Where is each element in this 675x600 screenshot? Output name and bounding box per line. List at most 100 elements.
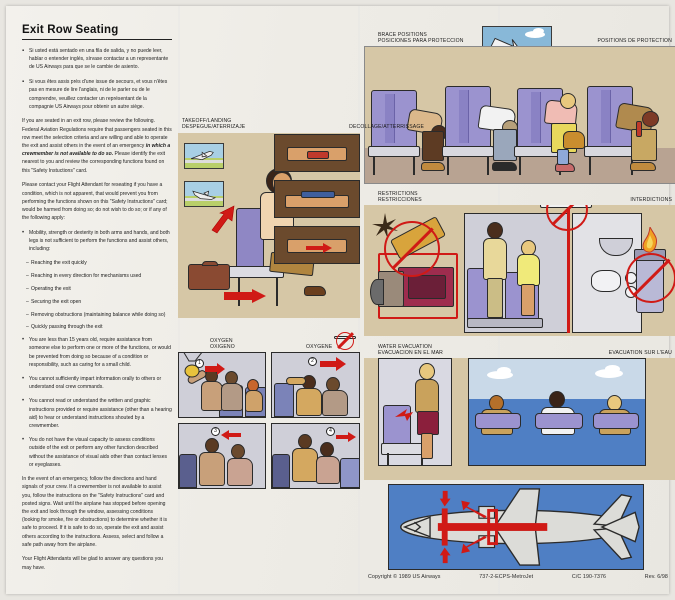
takeoff-inset-2 — [184, 181, 224, 207]
flame-icon — [642, 227, 657, 253]
bullet-mobility: Mobility, strength or dexterity in both … — [29, 229, 170, 253]
passenger-shoe — [304, 286, 326, 296]
radio-speaker — [408, 275, 446, 299]
step-number-3: 3 — [211, 427, 220, 436]
dash-item-label: Securing the exit open — [31, 298, 82, 305]
runway-ground — [185, 157, 223, 168]
revision-number: Rev. 6/98 — [644, 574, 668, 580]
list-item: Operating the exit — [22, 285, 172, 293]
restrictions-label-fr: INTERDICTIONS — [630, 197, 672, 203]
list-item: Quickly passing through the exit — [22, 323, 172, 331]
cloud-icon — [605, 365, 620, 373]
runway-ground — [185, 195, 223, 206]
restrictions-label-en: RESTRICTIONS — [378, 191, 418, 197]
round-bullet-icon — [22, 375, 29, 391]
para1-part-a: If you are seated in an exit row, please… — [22, 118, 172, 150]
passenger-torso — [415, 379, 439, 413]
no-lighter-icon — [626, 253, 675, 303]
water-label-fr: EVACUATION SUR L'EAU — [608, 350, 672, 356]
water-label-es: EVACUACION EN EL MAR — [378, 350, 443, 356]
passenger-torso — [227, 458, 253, 486]
round-bullet-icon — [22, 397, 29, 430]
child-head — [320, 442, 334, 457]
adult-torso — [292, 448, 318, 482]
panel-brace-positions: BRACE POSITIONS POSICIONES PARA PROTECCI… — [364, 26, 675, 184]
paragraph-faa-regulations: If you are seated in an exit row, please… — [22, 117, 172, 174]
seat-stripe — [459, 90, 469, 144]
passenger-head — [560, 93, 576, 109]
list-item: You cannot sufficiently impart informati… — [22, 375, 172, 391]
paragraph-reseating: Please contact your Flight Attendant for… — [22, 182, 168, 222]
seat-base — [467, 318, 543, 328]
takeoff-inset-1 — [184, 143, 224, 169]
square-bullet-icon — [22, 78, 29, 111]
round-bullet-icon — [22, 436, 29, 469]
oxygen-label-en: OXYGEN — [210, 338, 233, 344]
passenger-head — [419, 363, 435, 380]
crew-torso — [483, 238, 507, 280]
title-underline — [22, 39, 172, 40]
cabin-scene — [464, 213, 568, 333]
french-notice: Si vous êtes assis près d'une issue de s… — [29, 79, 168, 110]
seat — [340, 458, 359, 488]
red-arrow-breathe-icon — [221, 430, 241, 440]
seat-leg — [413, 156, 415, 175]
seat-base — [368, 146, 420, 158]
child-torso — [563, 131, 585, 149]
cloud-icon — [525, 31, 545, 38]
brace-scene — [364, 46, 675, 184]
step-number-1: 1 — [195, 359, 204, 368]
paragraph-emergency-procedure: In the event of an emergency, follow the… — [22, 476, 168, 548]
passenger-leg — [422, 131, 444, 161]
step-number-2: 2 — [308, 357, 317, 366]
list-item: Removing obstructions (maintaining balan… — [22, 311, 172, 319]
panel-restrictions: RESTRICTIONS RESTRICCIONES INTERDICTIONS — [364, 191, 675, 336]
spark-icon — [372, 213, 398, 239]
list-item: Reaching the exit quickly — [22, 259, 172, 267]
dash-item-label: Quickly passing through the exit — [31, 324, 103, 331]
bag-handle — [202, 261, 218, 266]
adult-head — [298, 434, 312, 449]
square-bullet-icon — [22, 47, 29, 72]
runway-strip — [185, 159, 223, 163]
bullet-reading: You cannot read or understand the writte… — [29, 398, 172, 430]
belt-buckle-metal — [307, 151, 329, 159]
passenger-arm-mask — [286, 377, 306, 385]
water-evacuation-illustration — [364, 358, 675, 480]
seat-leg — [421, 453, 423, 465]
passenger-shoe — [630, 162, 656, 171]
bullet-age: You are less than 15 years old, require … — [29, 337, 171, 368]
takeoff-label-en: TAKEOFF/LANDING — [182, 118, 232, 124]
spanish-notice: Si usted está sentado en una fila de sal… — [29, 48, 169, 71]
seat-stripe — [385, 94, 395, 144]
necktie — [636, 121, 642, 137]
cushion-removal-scene — [378, 358, 452, 466]
paragraph-questions: Your Flight Attendants will be glad to a… — [22, 556, 163, 571]
cloud-icon — [533, 28, 544, 34]
dash-item-label: Reaching the exit quickly — [31, 260, 87, 267]
passenger-skirt — [417, 411, 439, 435]
oxygen-label-es: OXIGENO — [210, 344, 235, 350]
evacuation-route-diagram — [388, 484, 644, 570]
red-arrow-place-icon — [320, 357, 346, 371]
para1-emphasis: in which a crewmember is not available t… — [22, 143, 171, 158]
round-bullet-icon — [22, 336, 29, 369]
passenger-torso — [322, 390, 348, 416]
bullet-oral: You cannot sufficiently impart informati… — [29, 376, 162, 391]
toilet-bowl — [591, 270, 621, 292]
passenger-torso — [201, 381, 223, 411]
red-arrow-seatback-icon — [211, 205, 235, 234]
brace-illustration — [364, 46, 675, 184]
child-leg — [557, 149, 569, 165]
seat-upright — [236, 208, 264, 270]
passenger-torso — [296, 388, 322, 416]
red-arrow-lift-cushion-icon — [395, 409, 413, 421]
dash-item-label: Operating the exit — [31, 286, 71, 293]
seatbelt-inset-3 — [274, 226, 360, 264]
dash-item-label: Reaching in every direction for mechanis… — [31, 273, 142, 280]
seat-leg — [447, 156, 449, 175]
seat-stripe — [531, 92, 541, 144]
red-arrow-stow-icon — [224, 289, 266, 303]
flotation-scene — [468, 358, 646, 466]
